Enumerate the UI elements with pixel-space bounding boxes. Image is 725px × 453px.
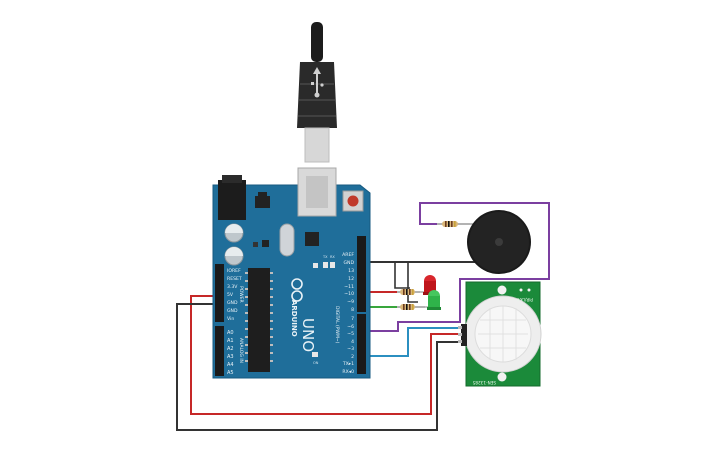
svg-text:~3: ~3 [347, 346, 354, 352]
svg-text:GND: GND [227, 308, 238, 314]
buzzer-hole [495, 238, 503, 246]
svg-text:RESET: RESET [227, 276, 242, 282]
resistor-led-green[interactable] [397, 304, 425, 310]
usb-plug-metal [304, 127, 330, 163]
svg-text:12: 12 [348, 276, 354, 282]
wire-gnd-led-red[interactable] [394, 262, 410, 289]
svg-text:TX▸1: TX▸1 [342, 361, 354, 367]
wire-pir-signal-blue[interactable] [362, 327, 462, 357]
analog-header [215, 326, 224, 376]
svg-text:13: 13 [348, 268, 354, 274]
rx-label: RX [330, 255, 335, 259]
power-pin-labels: IOREF RESET 3.3V 5V GND GND Vin [227, 268, 242, 322]
on-label: ON [313, 361, 319, 365]
resistor-led-red[interactable] [397, 289, 420, 295]
pir-top-text: PIR/LK# [516, 297, 533, 302]
digital-pin-labels: AREF GND 13 12 ~11 ~10 ~9 8 7 ~6 ~5 4 ~3… [342, 252, 355, 375]
arduino-uno-board[interactable]: TX RX ON ARDUINO UNO [212, 167, 371, 379]
svg-text:~6: ~6 [347, 324, 354, 330]
power-label: POWER [238, 286, 244, 303]
wire-buzzer-purple[interactable] [362, 202, 550, 332]
svg-text:8: 8 [351, 307, 354, 313]
wire-5v-red[interactable] [190, 295, 462, 415]
usb-icon [311, 67, 324, 98]
svg-text:~9: ~9 [347, 299, 354, 305]
svg-text:Vin: Vin [227, 316, 234, 322]
tx-label: TX [322, 255, 328, 259]
svg-text:4: 4 [351, 339, 354, 345]
atmega-chip [248, 268, 270, 372]
svg-text:IOREF: IOREF [227, 268, 241, 274]
atmega-pins [245, 272, 273, 362]
digital-label: DIGITAL (PWM~) [334, 306, 340, 344]
resistor-buzzer[interactable] [437, 221, 470, 227]
pir-bottom-text: SEN-13285 [472, 380, 496, 385]
svg-text:RX◂0: RX◂0 [342, 369, 354, 375]
svg-text:7: 7 [351, 316, 354, 322]
svg-text:A3: A3 [227, 354, 234, 360]
svg-text:A4: A4 [227, 362, 234, 368]
digital-header-bottom [357, 314, 366, 374]
digital-header-top [357, 236, 366, 312]
svg-text:~11: ~11 [344, 284, 354, 290]
analog-pin-labels: A0 A1 A2 A3 A4 A5 [227, 330, 234, 376]
svg-text:A2: A2 [227, 346, 234, 352]
regulator-chip [255, 196, 270, 208]
svg-text:2: 2 [351, 354, 354, 360]
svg-text:~10: ~10 [344, 291, 354, 297]
power-header [215, 264, 224, 322]
svg-text:~5: ~5 [347, 331, 354, 337]
svg-text:3.3V: 3.3V [227, 284, 238, 290]
piezo-buzzer[interactable] [467, 210, 531, 274]
analog-label: ANALOG IN [238, 338, 244, 363]
usb-chip [305, 232, 319, 246]
usb-cable-strain [311, 22, 323, 62]
uno-model: UNO [299, 318, 317, 352]
pir-pin-header [461, 324, 467, 346]
svg-text:GND: GND [227, 300, 238, 306]
crystal [279, 223, 295, 257]
svg-text:A1: A1 [227, 338, 234, 344]
wire-gnd-led-green[interactable] [407, 262, 418, 303]
dc-jack [218, 180, 246, 220]
arduino-brand: ARDUINO [290, 300, 298, 337]
wires [176, 202, 550, 431]
svg-text:A5: A5 [227, 370, 234, 376]
wire-gnd-black[interactable] [176, 303, 462, 431]
svg-text:GND: GND [343, 260, 354, 266]
svg-text:AREF: AREF [342, 252, 354, 258]
svg-text:A0: A0 [227, 330, 234, 336]
led-green[interactable] [425, 290, 441, 310]
pir-sensor[interactable]: PIR/LK# SEN-13285 [458, 281, 542, 387]
arduino-logo [291, 278, 303, 302]
svg-text:5V: 5V [227, 292, 234, 298]
usb-cable [297, 22, 337, 163]
